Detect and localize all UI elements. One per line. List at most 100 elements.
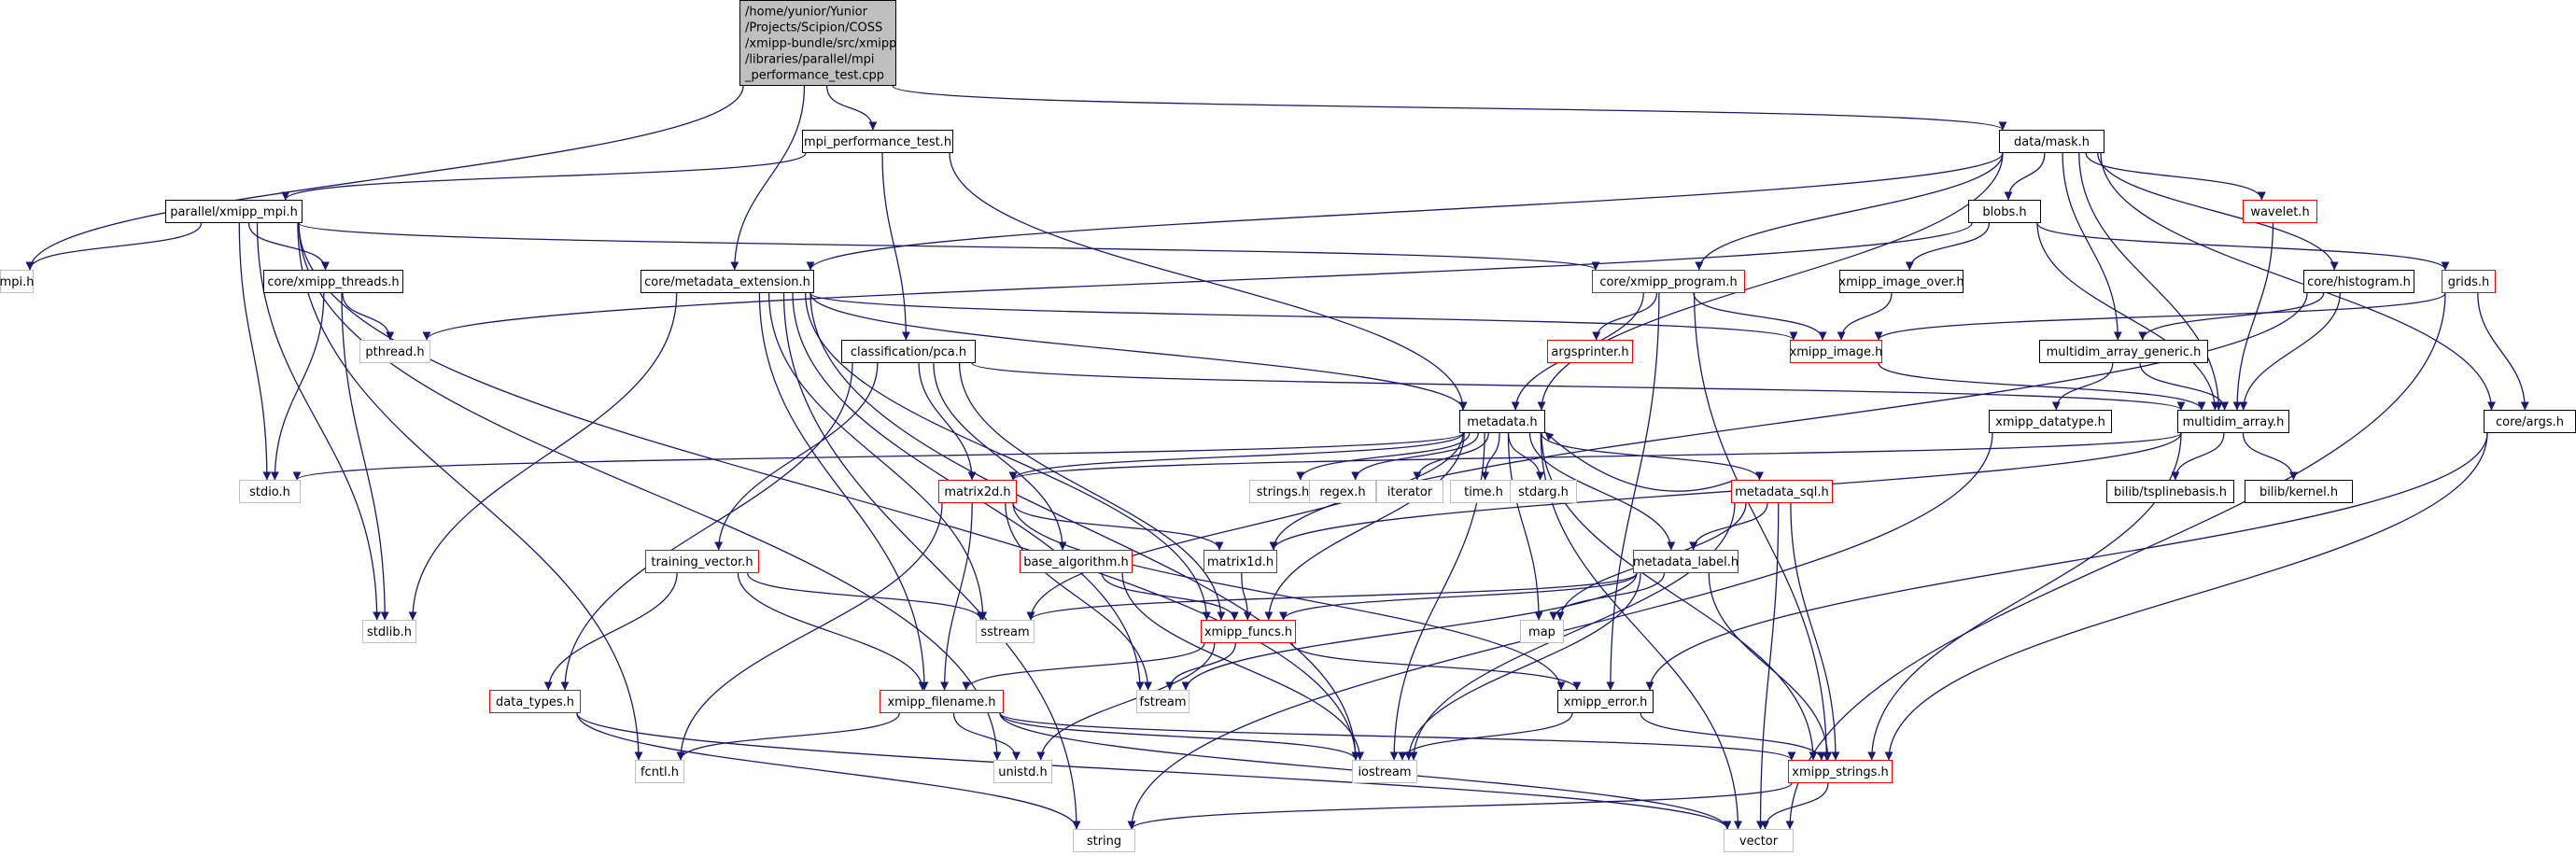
edge-core_xmipp_threads_h-to-stdlib_h: [341, 292, 389, 621]
node-box: [640, 270, 814, 293]
node-classification-pca-h[interactable]: classification/pca.h: [841, 340, 976, 363]
node-bilib-tsplinebasis-h[interactable]: bilib/tsplinebasis.h: [2106, 480, 2234, 503]
node-bilib-kernel-h[interactable]: bilib/kernel.h: [2245, 480, 2353, 503]
edge-xmipp_funcs_h-to-xmipp_filename_h: [962, 642, 1205, 691]
edge-core_histogram_h-to-matrix1d_h: [1269, 292, 2308, 551]
edge-multidim_array_generic_h-to-xmipp_datatype_h: [2051, 362, 2114, 411]
node-core-metadata-extension-h[interactable]: core/metadata_extension.h: [640, 270, 814, 293]
edge-metadata_sql_h-to-metadata_h: [1544, 431, 1736, 492]
node-core-xmipp-program-h[interactable]: core/xmipp_program.h: [1592, 270, 1745, 293]
node-grids-h[interactable]: grids.h: [2442, 270, 2496, 293]
node-root[interactable]: /home/yunior/Yunior/Projects/Scipion/COS…: [739, 0, 897, 86]
edge-xmipp_funcs_h-to-fstream: [1165, 642, 1236, 691]
node-label: stdio.h: [249, 485, 290, 499]
edge-multidim_array_h-to-bilib_kernel_h: [2242, 432, 2298, 481]
edge-matrix2d_h-to-fstream: [1005, 502, 1153, 691]
node-core-xmipp-threads-h[interactable]: core/xmipp_threads.h: [263, 270, 403, 293]
node-wavelet-h[interactable]: wavelet.h: [2243, 200, 2317, 223]
node-label: parallel/xmipp_mpi.h: [170, 205, 298, 219]
node-argsprinter-h[interactable]: argsprinter.h: [1547, 340, 1633, 363]
node-data-mask-h[interactable]: data/mask.h: [1999, 130, 2104, 153]
node-blobs-h[interactable]: blobs.h: [1968, 200, 2041, 223]
node-label: /home/yunior/Yunior: [745, 6, 868, 20]
edge-metadata_sql_h-to-iostream: [1409, 502, 1736, 761]
edge-parallel_xmipp_mpi_h-to-fcntl_h: [297, 222, 643, 761]
node-data-types-h[interactable]: data_types.h: [489, 690, 581, 713]
node-multidim-array-h[interactable]: multidim_array.h: [2177, 410, 2289, 433]
edge-xmipp_funcs_h-to-unistd_h: [1036, 642, 1216, 761]
node-xmipp-strings-h[interactable]: xmipp_strings.h: [1788, 760, 1893, 783]
edge-blobs_h-to-pthread_h: [422, 222, 1973, 341]
node-xmipp-image-over-h[interactable]: xmipp_image_over.h: [1838, 270, 1964, 293]
node-parallel-xmipp-mpi-h[interactable]: parallel/xmipp_mpi.h: [165, 200, 303, 223]
edge-classification_pca_h-to-multidim_array_h: [971, 362, 2186, 411]
node-xmipp-filename-h[interactable]: xmipp_filename.h: [880, 690, 1004, 713]
edge-xmipp_image_h-to-multidim_array_h: [1878, 362, 2206, 411]
edge-parallel_xmipp_mpi_h-to-core_xmipp_program_h: [298, 222, 1600, 271]
node-xmipp-error-h[interactable]: xmipp_error.h: [1557, 690, 1654, 713]
node-core-args-h[interactable]: core/args.h: [2484, 410, 2576, 433]
edge-parallel_xmipp_mpi_h-to-iostream: [298, 222, 1360, 761]
edge-xmipp_error_h-to-xmipp_strings_h: [1640, 712, 1826, 761]
node-pthread-h: pthread.h: [359, 340, 430, 363]
node-label: vector: [1739, 835, 1779, 849]
node-matrix1d-h[interactable]: matrix1d.h: [1204, 550, 1277, 573]
edge-data_types_h-to-string: [576, 712, 1081, 830]
node-box: [2243, 200, 2317, 223]
edge-data_mask_h-to-metadata_h: [1537, 152, 2004, 411]
edge-blobs_h-to-grids_h: [2036, 222, 2450, 271]
edge-classification_pca_h-to-matrix2d_h: [918, 362, 977, 481]
edge-base_algorithm_h-to-iostream: [1121, 572, 1365, 761]
node-strings-h: strings.h: [1249, 480, 1316, 503]
edge-metadata_sql_h-to-xmipp_strings_h: [1790, 502, 1840, 761]
node-label: xmipp_error.h: [1564, 695, 1648, 709]
node-xmipp-image-h[interactable]: xmipp_image.h: [1790, 340, 1883, 363]
node-box: [841, 340, 976, 363]
node-metadata-h[interactable]: metadata.h: [1459, 410, 1545, 433]
node-matrix2d-h[interactable]: matrix2d.h: [938, 480, 1017, 503]
node-map: map: [1520, 620, 1564, 643]
edge-metadata_h-to-regex_h: [1351, 432, 1479, 481]
node-stdarg-h: stdarg.h: [1510, 480, 1577, 503]
node-box: [239, 480, 301, 503]
node-box: [2303, 270, 2414, 293]
edge-metadata_label_h-to-sstream: [1026, 572, 1638, 621]
node-box: [0, 270, 34, 293]
node-label: base_algorithm.h: [1023, 555, 1129, 569]
node-label: xmipp_image_over.h: [1838, 275, 1964, 289]
node-stdio-h: stdio.h: [239, 480, 301, 503]
node-box: [739, 0, 896, 86]
node-label: matrix1d.h: [1207, 555, 1274, 569]
node-label: xmipp_strings.h: [1792, 765, 1888, 779]
node-box: [1204, 550, 1277, 573]
node-metadata-sql-h[interactable]: metadata_sql.h: [1731, 480, 1833, 503]
node-box: [635, 760, 684, 783]
node-training-vector-h[interactable]: training_vector.h: [645, 550, 759, 573]
node-label: /libraries/parallel/mpi: [745, 53, 875, 67]
node-box: [1968, 200, 2041, 223]
node-box: [2177, 410, 2289, 433]
node-label: xmipp_filename.h: [887, 695, 995, 709]
node-label: _performance_test.cpp: [744, 69, 884, 83]
node-multidim-array-generic-h[interactable]: multidim_array_generic.h: [2039, 340, 2208, 363]
node-xmipp-datatype-h[interactable]: xmipp_datatype.h: [1989, 410, 2112, 433]
node-label: wavelet.h: [2250, 205, 2309, 219]
edge-metadata_label_h-to-xmipp_strings_h: [1708, 572, 1833, 761]
node-metadata-label-h[interactable]: metadata_label.h: [1633, 550, 1738, 573]
node-core-histogram-h[interactable]: core/histogram.h: [2303, 270, 2414, 293]
edge-multidim_array_h-to-bilib_tsplinebasis_h: [2171, 432, 2225, 481]
node-box: [1999, 130, 2104, 153]
edge-metadata_label_h-to-map: [1549, 572, 1666, 621]
node-box: [880, 690, 1004, 713]
node-box: [165, 200, 303, 223]
node-label: xmipp_funcs.h: [1204, 625, 1292, 639]
edge-root-to-mpi_h: [25, 85, 744, 271]
node-label: classification/pca.h: [851, 345, 966, 359]
node-base-algorithm-h[interactable]: base_algorithm.h: [1020, 550, 1133, 573]
node-mpi-performance-test-h[interactable]: mpi_performance_test.h: [802, 130, 953, 153]
edge-metadata_h-to-metadata_sql_h: [1541, 432, 1764, 481]
node-label: bilib/kernel.h: [2259, 485, 2338, 499]
node-xmipp-funcs-h[interactable]: xmipp_funcs.h: [1201, 620, 1296, 643]
node-label: iostream: [1358, 765, 1411, 779]
